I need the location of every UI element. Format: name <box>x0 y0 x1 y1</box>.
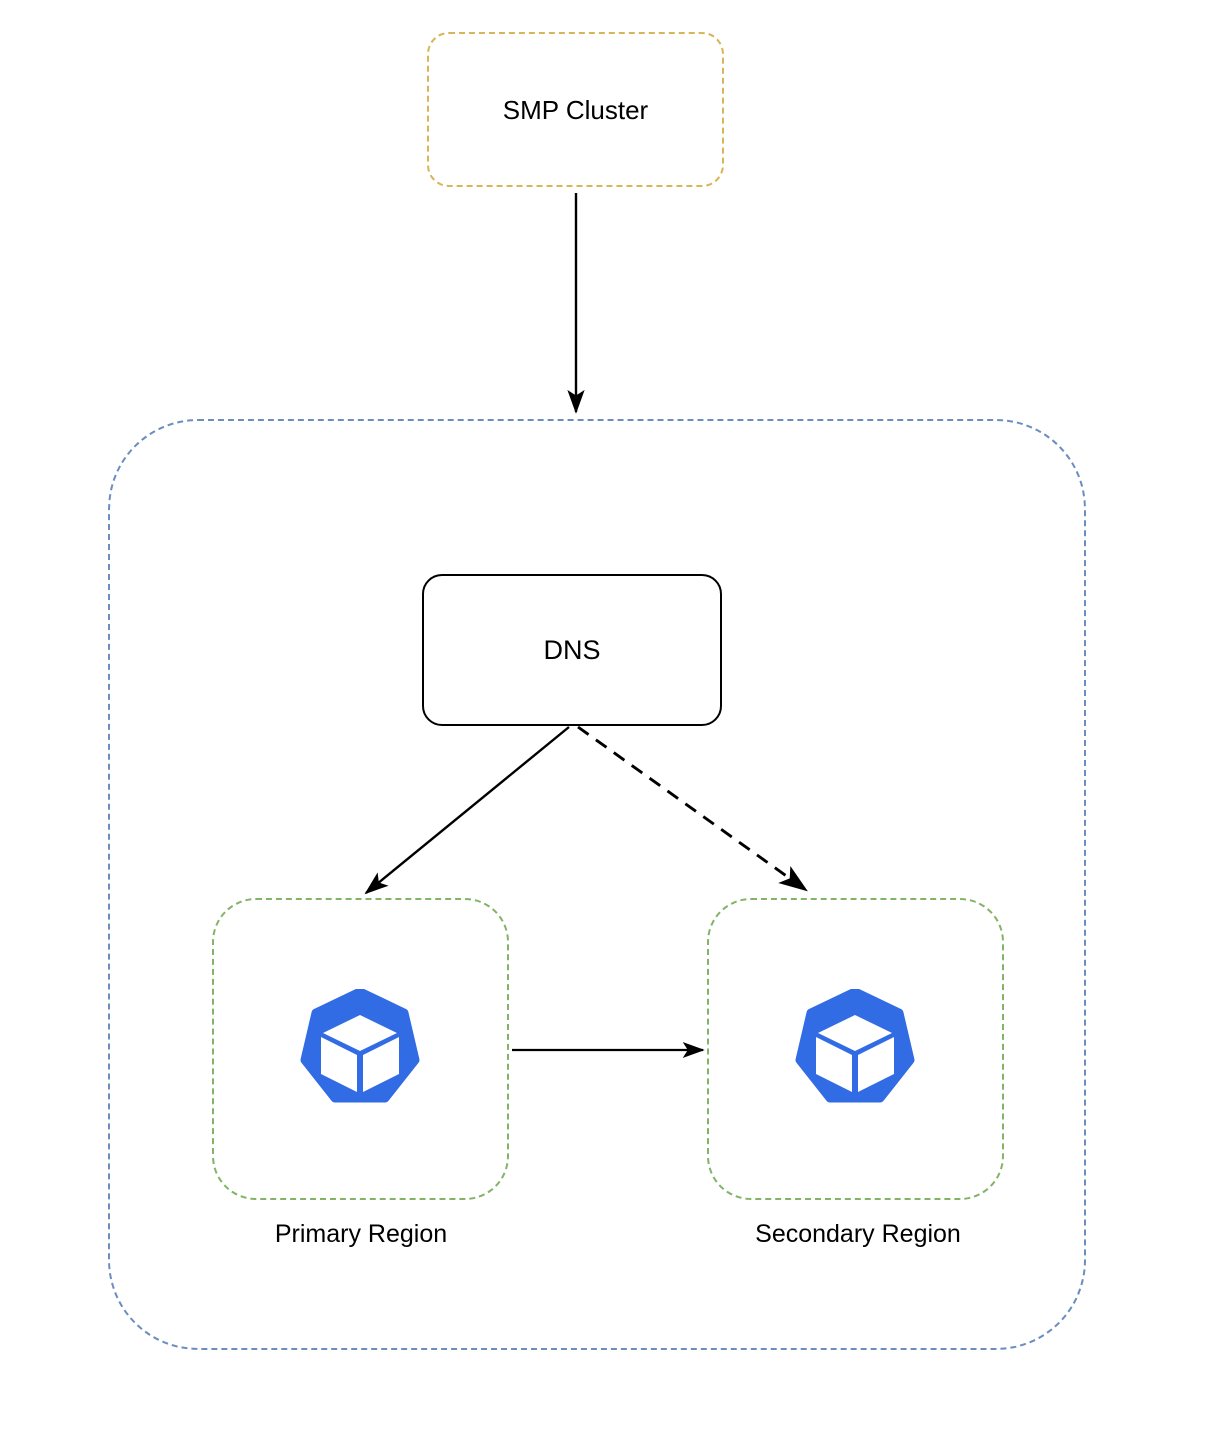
kubernetes-icon <box>300 989 420 1103</box>
kubernetes-icon <box>795 989 915 1103</box>
cloud-boundary-container[interactable] <box>108 419 1086 1350</box>
secondary-region-caption: Secondary Region <box>755 1220 961 1248</box>
primary-region-node[interactable] <box>212 898 509 1200</box>
smp-cluster-label: SMP Cluster <box>502 94 649 125</box>
secondary-region-node[interactable] <box>707 898 1004 1200</box>
dns-node[interactable]: DNS <box>422 574 722 726</box>
smp-cluster-node[interactable]: SMP Cluster <box>427 32 724 187</box>
dns-label: DNS <box>543 634 601 665</box>
primary-region-caption: Primary Region <box>274 1220 448 1248</box>
